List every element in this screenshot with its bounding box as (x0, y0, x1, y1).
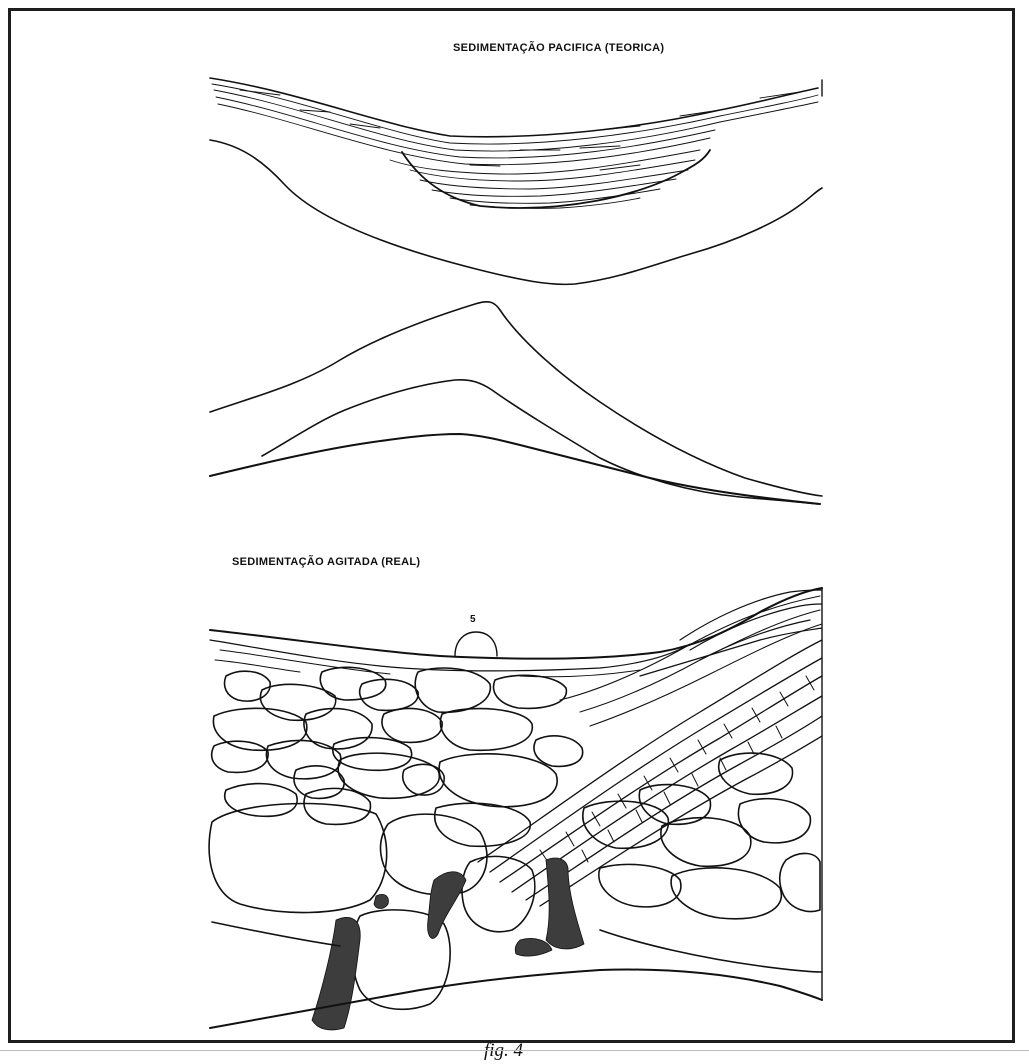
syncline-diagram (210, 78, 822, 284)
figure-caption: fig. 4 (484, 1040, 523, 1062)
ground-curve (210, 970, 822, 1028)
inclined-strata (478, 596, 822, 906)
top-panel-title: SEDIMENTAÇÃO PACIFICA (TEORICA) (453, 42, 664, 54)
syncline-lower-curve (210, 140, 822, 284)
anticline-inner-curve (210, 434, 820, 504)
cobbles (209, 667, 820, 1009)
anticline-outer-curve (210, 302, 822, 496)
anticline-diagram (210, 302, 822, 504)
real-sedimentation-diagram (209, 80, 822, 1030)
bottom-panel-title: SEDIMENTAÇÃO AGITADA (REAL) (232, 556, 420, 568)
syncline-basin-bottom (402, 150, 710, 208)
sediment-layers (212, 84, 818, 208)
syncline-outer-curve (210, 78, 818, 137)
horizon-line (210, 588, 822, 659)
marker-label: 5 (470, 614, 476, 625)
sun-marker (455, 632, 497, 656)
anticline-middle-curve (262, 380, 818, 504)
page-divider (0, 1050, 1029, 1051)
dark-infill (312, 858, 584, 1030)
